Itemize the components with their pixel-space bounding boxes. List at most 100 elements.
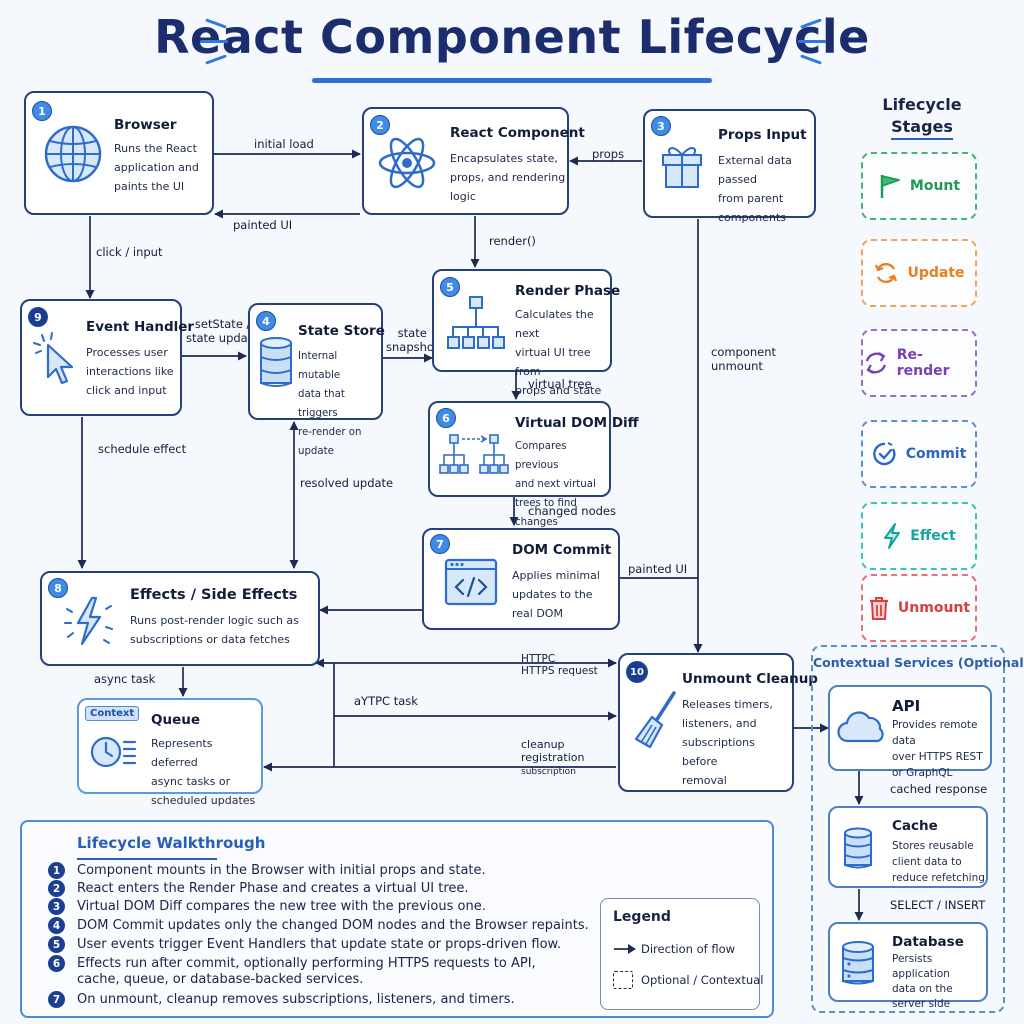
stage-label: Effect [910, 528, 956, 544]
legend-optional-label: Optional / Contextual [641, 973, 764, 987]
step-text: Virtual DOM Diff compares the new tree w… [77, 899, 486, 914]
stage-effect[interactable]: Effect [861, 502, 977, 570]
check-timer-icon [872, 442, 896, 466]
step-text: User events trigger Event Handlers that … [77, 937, 562, 952]
node-badge: 6 [436, 408, 456, 428]
title-underline [312, 78, 712, 83]
stage-rerender[interactable]: Re-render [861, 329, 977, 397]
flag-icon [880, 175, 900, 198]
walkthrough-item: 7 On unmount, cleanup removes subscripti… [48, 991, 578, 1008]
stages-title: Lifecycle Stages [862, 94, 982, 140]
node-title: Cache [892, 818, 938, 834]
database-icon [842, 941, 874, 985]
cursor-click-icon [33, 332, 74, 385]
node-title: Database [892, 934, 964, 950]
stage-label: Mount [909, 178, 961, 194]
legend-arrow-icon [614, 944, 636, 954]
react-atom-icon [378, 137, 436, 189]
stage-commit[interactable]: Commit [861, 420, 977, 488]
cloud-icon [837, 711, 884, 743]
stage-label: Commit [905, 446, 967, 462]
step-number: 7 [48, 991, 65, 1008]
node-react-component[interactable]: 2 React Component Encapsulates state,pro… [362, 107, 585, 215]
node-title: DOM Commit [512, 542, 612, 558]
walkthrough-item: 3 Virtual DOM Diff compares the new tree… [48, 898, 578, 915]
step-number: 3 [48, 898, 65, 915]
legend-dashed-box-icon [613, 971, 633, 989]
node-badge: 1 [32, 101, 52, 121]
stage-unmount[interactable]: Unmount [861, 574, 977, 642]
label-click-input: click / input [96, 245, 163, 259]
node-title: API [892, 697, 921, 715]
label-resolved-update: resolved update [300, 476, 394, 490]
context-tag: Context [85, 706, 140, 721]
label-virtual-tree: virtual tree [528, 377, 592, 391]
node-unmount-cleanup[interactable]: 10 Unmount Cleanup Releases timers,liste… [618, 653, 818, 792]
walkthrough-item: 2 React enters the Render Phase and crea… [48, 880, 578, 897]
database-icon [260, 337, 292, 387]
stage-mount[interactable]: Mount [861, 152, 977, 220]
step-number: 5 [48, 936, 65, 953]
label-initial-load: initial load [254, 137, 314, 151]
label-async-task: async task [94, 672, 156, 686]
walkthrough-item: 5 User events trigger Event Handlers tha… [48, 936, 608, 953]
node-title: Browser [114, 117, 177, 133]
legend-title: Legend [613, 909, 671, 925]
node-title: Props Input [718, 127, 807, 143]
label-painted-ui-2: painted UI [628, 562, 688, 576]
trash-icon [869, 597, 888, 620]
step-text: On unmount, cleanup removes subscription… [77, 992, 515, 1007]
cache-database-icon [844, 827, 872, 869]
tree-icon [447, 296, 505, 349]
node-badge: 9 [28, 307, 48, 327]
step-number: 6 [48, 955, 65, 972]
node-title: Effects / Side Effects [130, 587, 298, 603]
label-async-task-2: aYTPC task [354, 694, 418, 708]
stage-update[interactable]: Update [861, 239, 977, 307]
title-decoration [200, 40, 228, 43]
lightning-sparkle-icon [64, 596, 113, 646]
label-cached-response: cached response [890, 782, 988, 796]
node-title: Render Phase [515, 283, 621, 299]
node-title: React Component [450, 125, 585, 141]
contextual-services-panel: Contextual Services (Optional) [811, 645, 1024, 1013]
cycle-icon [865, 352, 886, 374]
node-badge: 4 [256, 311, 276, 331]
stage-label: Re-render [896, 347, 950, 379]
lightning-icon [884, 523, 901, 549]
gift-icon [662, 147, 702, 188]
node-title: Event Handler [86, 319, 195, 335]
label-select-insert: SELECT / INSERT [890, 898, 986, 912]
title-decoration [798, 40, 826, 43]
step-text: Component mounts in the Browser with ini… [77, 863, 486, 878]
node-effects[interactable]: 8 Effects / Side Effects Runs post-rende… [40, 571, 320, 666]
legend: Legend Direction of flow Optional / Cont… [600, 898, 764, 1010]
walkthrough-item: 1 Component mounts in the Browser with i… [48, 862, 578, 879]
label-changed-nodes: changed nodes [528, 504, 616, 518]
